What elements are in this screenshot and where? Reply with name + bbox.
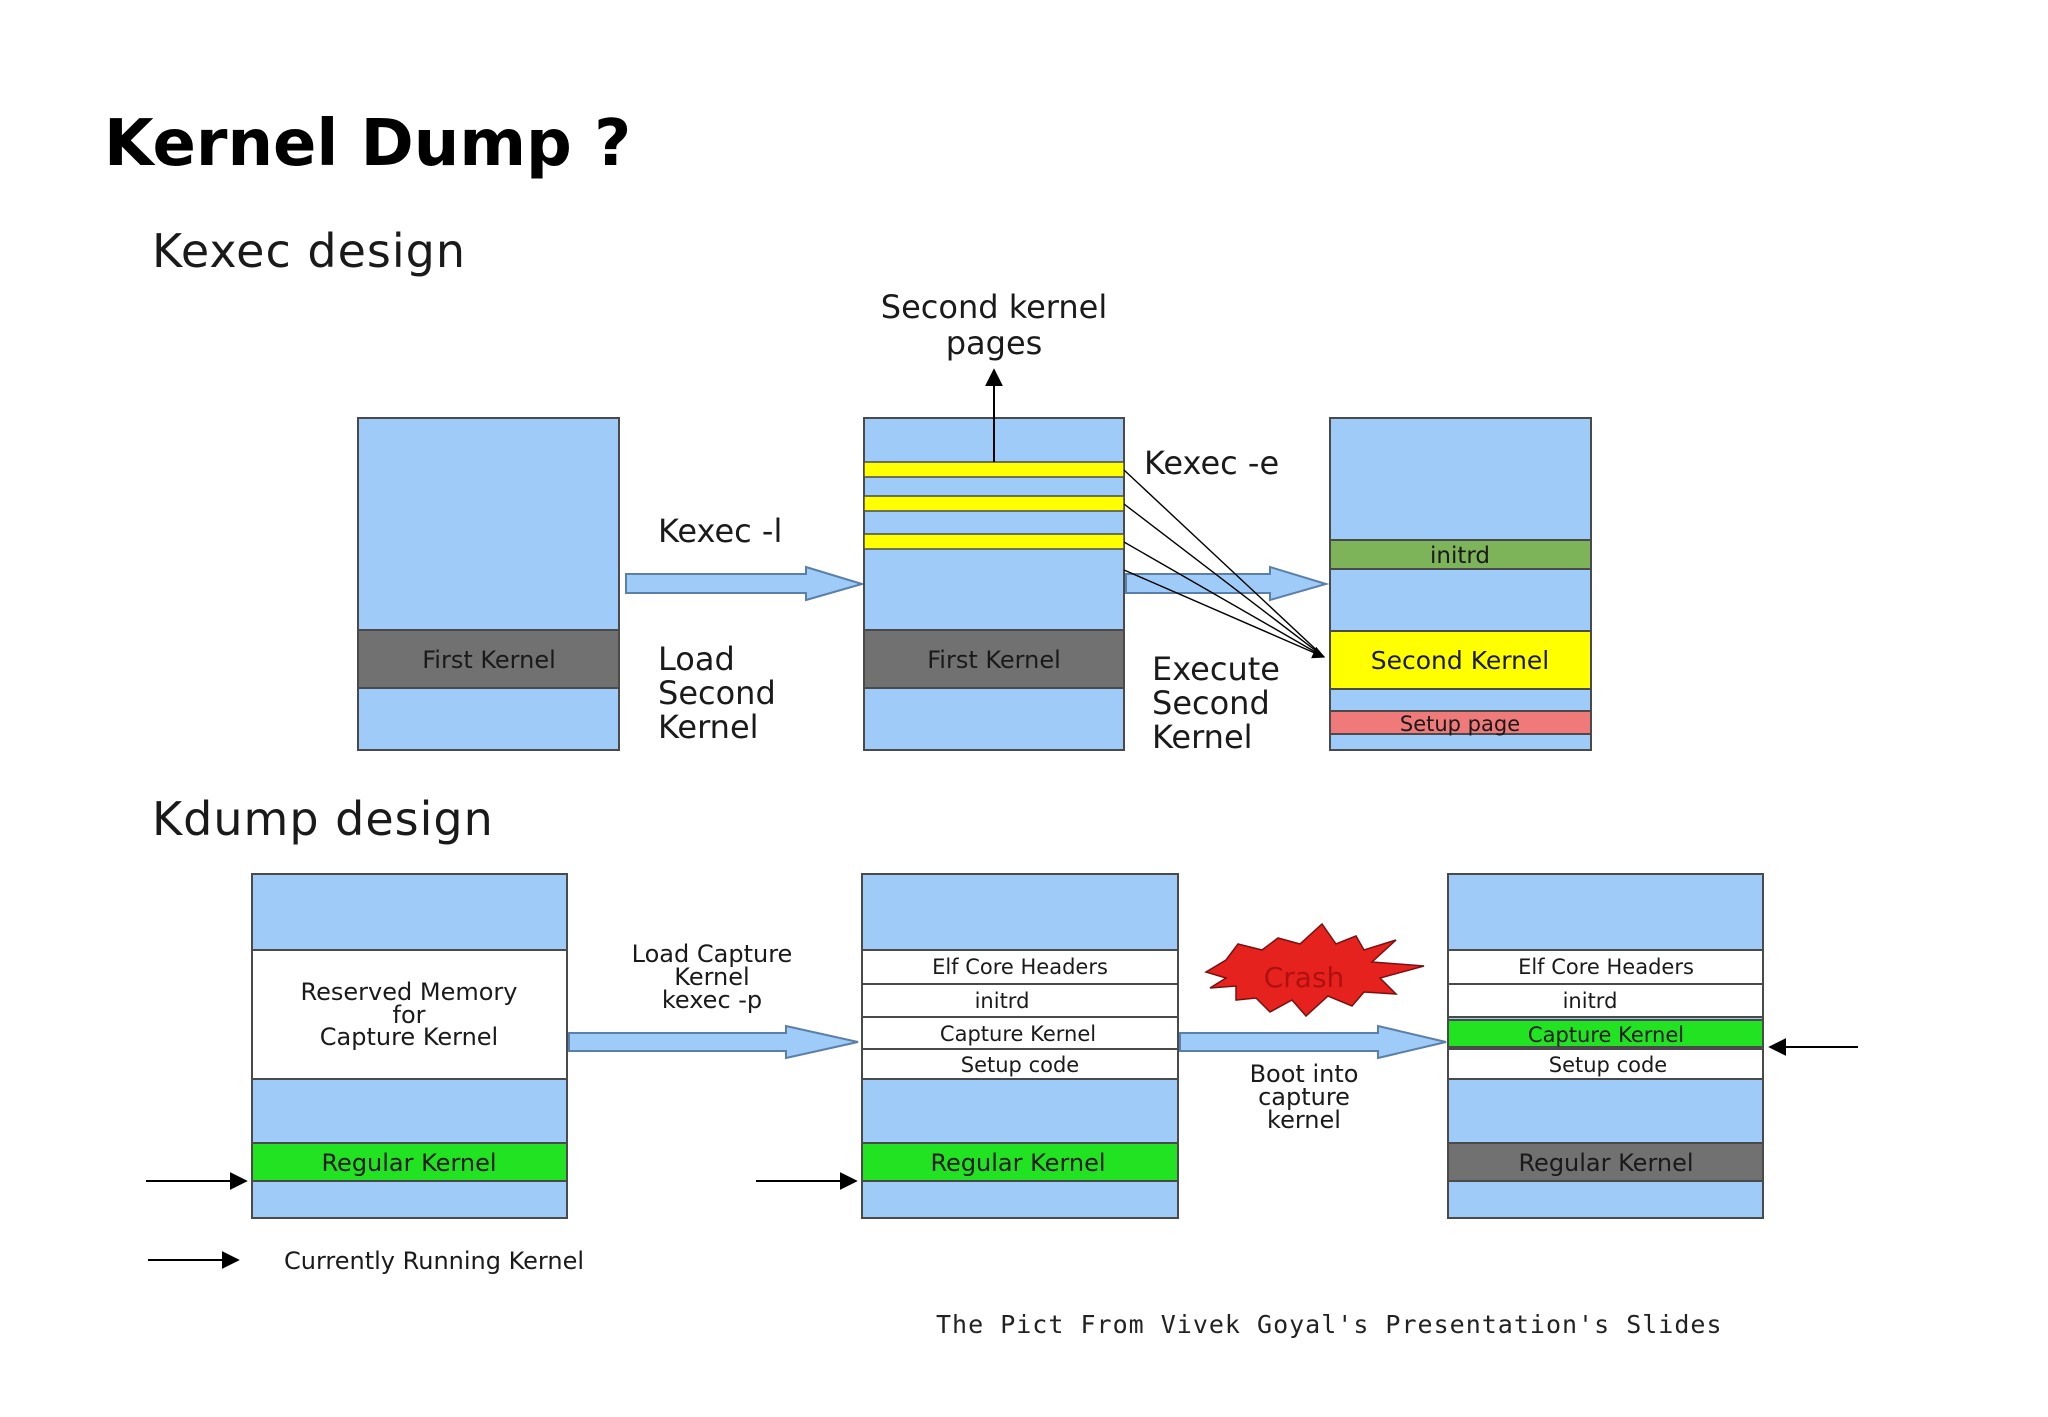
regular-kernel-label: Regular Kernel bbox=[321, 1149, 496, 1177]
kdump-boot-arrow bbox=[1179, 1024, 1447, 1060]
kdump-load-arrow bbox=[568, 1024, 859, 1060]
kdump-memory-loaded: Elf Core Headers initrd Capture Kernel S… bbox=[861, 873, 1179, 1219]
elf-core-headers-block bbox=[861, 949, 1179, 985]
second-kernel-pages-label-2: pages bbox=[946, 324, 1043, 362]
second-kernel-page bbox=[863, 461, 1125, 478]
first-kernel-label: First Kernel bbox=[927, 646, 1061, 674]
regular-kernel-block bbox=[861, 1142, 1179, 1182]
setup-code-label: Setup code bbox=[1549, 1053, 1667, 1077]
reserved-memory-block bbox=[251, 949, 568, 1080]
second-kernel-page bbox=[863, 495, 1125, 512]
kdump-section-title: Kdump design bbox=[152, 792, 494, 846]
initrd-block bbox=[1329, 539, 1592, 570]
kexec-load-command: Kexec -l bbox=[658, 512, 782, 550]
regular-kernel-label: Regular Kernel bbox=[930, 1149, 1105, 1177]
first-kernel-block bbox=[863, 629, 1125, 689]
kdump-load-caption-2: Kernel bbox=[674, 963, 749, 991]
capture-kernel-label: Capture Kernel bbox=[1528, 1023, 1684, 1047]
legend-label: Currently Running Kernel bbox=[284, 1247, 584, 1275]
initrd-label: initrd bbox=[1430, 543, 1490, 569]
second-kernel-label: Second Kernel bbox=[1371, 646, 1550, 675]
regular-kernel-block bbox=[1447, 1142, 1764, 1182]
kdump-boot-caption-1: Boot into bbox=[1250, 1060, 1359, 1088]
image-credit: The Pict From Vivek Goyal's Presentation… bbox=[936, 1310, 1723, 1339]
kdump-memory-booted: Elf Core Headers initrd Capture Kernel S… bbox=[1447, 873, 1764, 1219]
setup-page-label: Setup page bbox=[1400, 712, 1520, 736]
kexec-load-caption-2: Second bbox=[658, 674, 776, 712]
setup-code-block bbox=[861, 1048, 1179, 1080]
kexec-load-arrow bbox=[625, 565, 866, 602]
reserved-memory-label-2: for bbox=[393, 1001, 426, 1029]
first-kernel-label: First Kernel bbox=[422, 646, 556, 674]
kdump-memory-initial: Reserved Memory for Capture Kernel Regul… bbox=[251, 873, 568, 1219]
reserved-memory-label-3: Capture Kernel bbox=[320, 1023, 498, 1051]
setup-code-label: Setup code bbox=[961, 1053, 1079, 1077]
capture-kernel-block bbox=[861, 1016, 1179, 1050]
kexec-execute-caption-2: Second bbox=[1152, 684, 1270, 722]
reserved-memory-label-1: Reserved Memory bbox=[301, 978, 518, 1006]
first-kernel-block bbox=[357, 629, 620, 689]
page-mapping-lines bbox=[1123, 469, 1326, 659]
initrd-block bbox=[1447, 983, 1764, 1018]
initrd-label: initrd bbox=[1563, 989, 1618, 1013]
regular-kernel-label: Regular Kernel bbox=[1518, 1149, 1693, 1177]
kexec-execute-command: Kexec -e bbox=[1144, 444, 1279, 482]
second-kernel-block bbox=[1329, 630, 1592, 690]
kdump-load-caption-3: kexec -p bbox=[662, 986, 762, 1014]
kexec-load-caption-3: Kernel bbox=[658, 708, 759, 746]
capture-kernel-block bbox=[1447, 1019, 1764, 1048]
kexec-section-title: Kexec design bbox=[152, 224, 466, 278]
initrd-label: initrd bbox=[975, 989, 1030, 1013]
crash-burst: Crash bbox=[1204, 922, 1425, 1018]
kexec-load-caption-1: Load bbox=[658, 640, 735, 678]
kdump-boot-caption-2: capture bbox=[1258, 1083, 1350, 1111]
kdump-boot-caption-3: kernel bbox=[1267, 1106, 1341, 1134]
second-kernel-pages-label-1: Second kernel bbox=[881, 288, 1107, 326]
kexec-execute-caption-3: Kernel bbox=[1152, 718, 1253, 756]
setup-code-block bbox=[1447, 1048, 1764, 1080]
kexec-memory-loaded: First Kernel bbox=[863, 417, 1125, 751]
elf-core-headers-label: Elf Core Headers bbox=[1518, 955, 1694, 979]
kexec-memory-before: First Kernel bbox=[357, 417, 620, 751]
page-title: Kernel Dump ? bbox=[104, 107, 632, 181]
setup-page-block bbox=[1329, 710, 1592, 735]
kdump-load-caption-1: Load Capture bbox=[632, 940, 793, 968]
kexec-memory-after: initrd Second Kernel Setup page bbox=[1329, 417, 1592, 751]
initrd-block bbox=[861, 983, 1179, 1018]
second-kernel-page bbox=[863, 533, 1125, 550]
elf-core-headers-label: Elf Core Headers bbox=[932, 955, 1108, 979]
regular-kernel-block bbox=[251, 1142, 568, 1182]
kexec-execute-caption-1: Execute bbox=[1152, 650, 1280, 688]
capture-kernel-label: Capture Kernel bbox=[940, 1022, 1096, 1046]
crash-label: Crash bbox=[1264, 961, 1345, 994]
kexec-execute-arrow bbox=[1125, 565, 1330, 602]
